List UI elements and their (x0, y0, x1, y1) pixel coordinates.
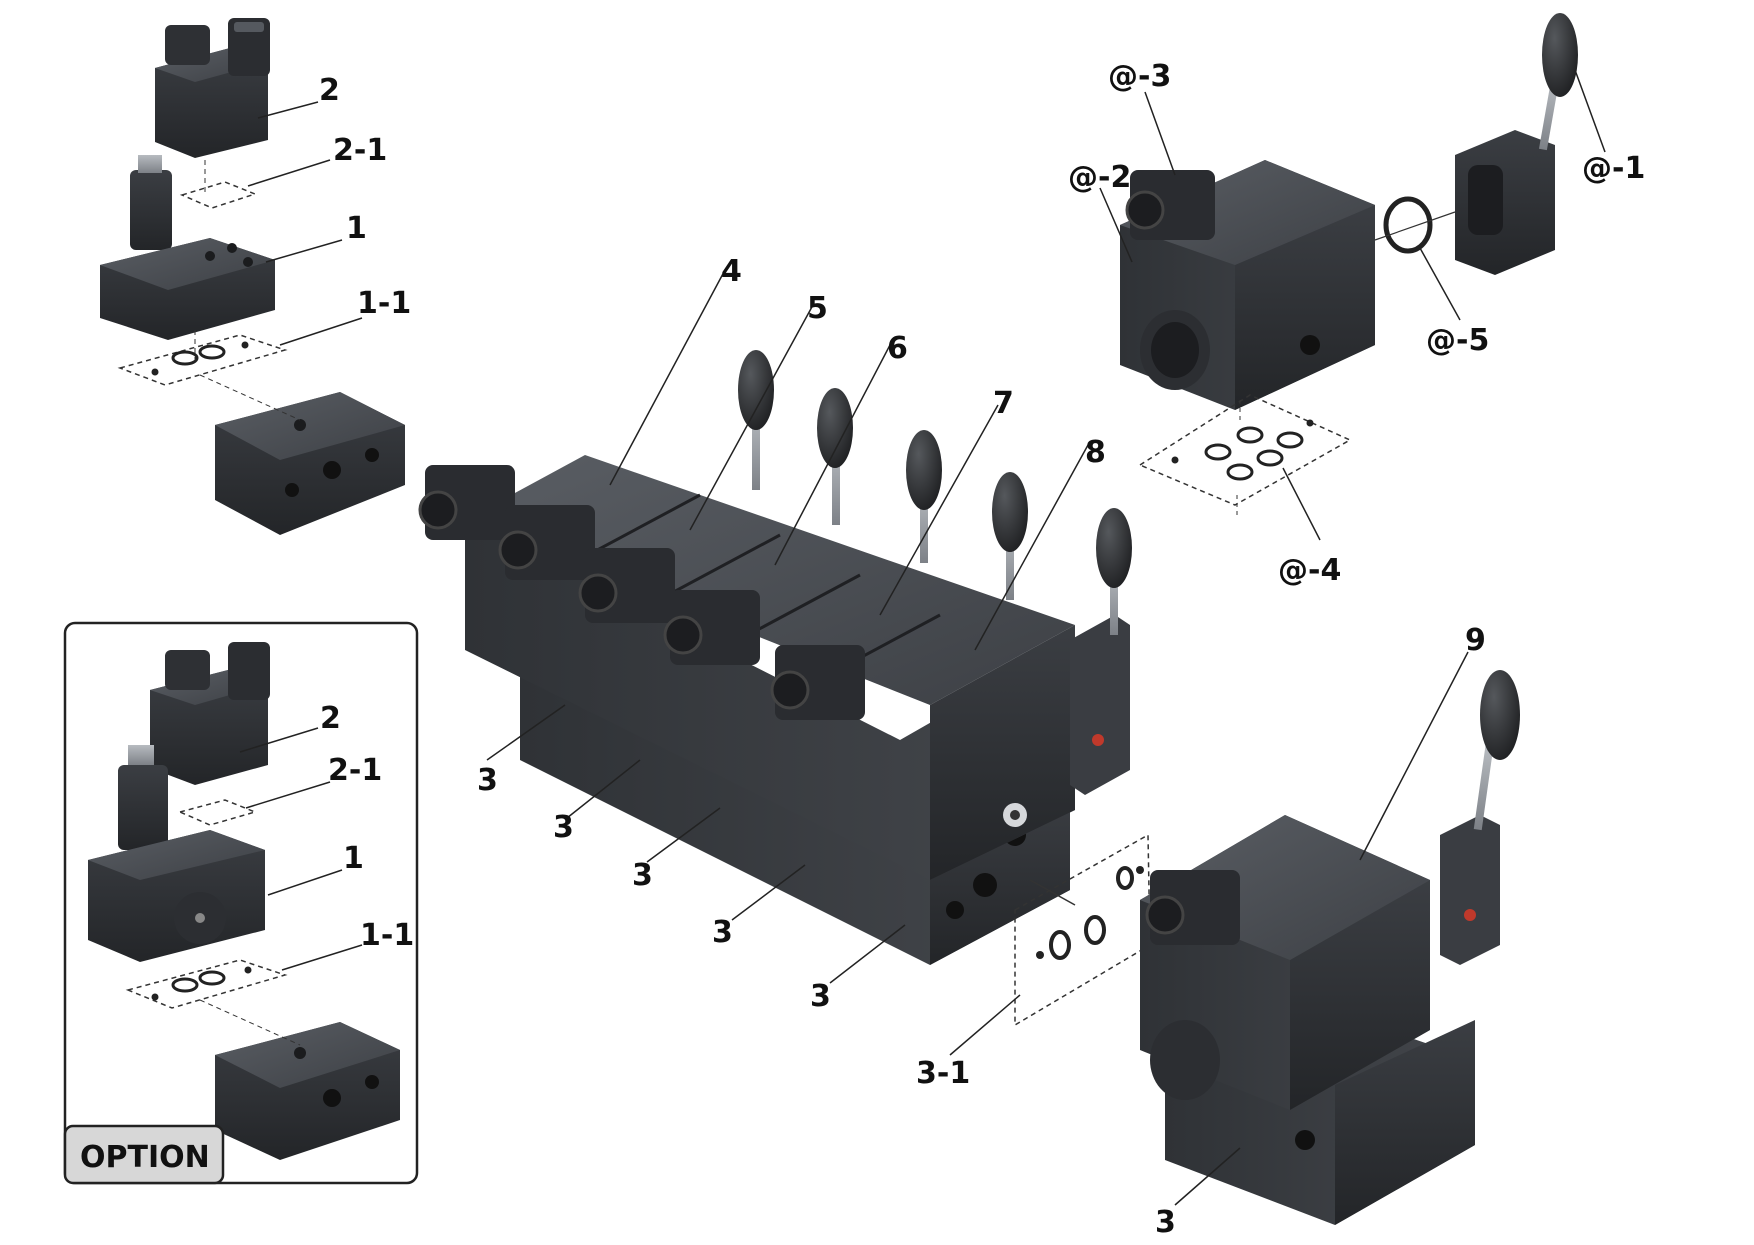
valve-assembly-top-right (1120, 13, 1578, 515)
callout-1-1-option: 1-1 (360, 918, 414, 953)
callout-at-3: @-3 (1108, 59, 1171, 94)
solenoid-connectors (418, 465, 865, 720)
solenoid-coil-option (150, 642, 270, 785)
sub-plate-block-option (215, 1022, 400, 1160)
leader-lines-option (239, 727, 363, 971)
solenoid-coil (155, 18, 270, 158)
valve-body-option (88, 745, 265, 962)
callout-9: 9 (1465, 623, 1486, 658)
callout-6: 6 (887, 331, 908, 366)
callout-1-1: 1-1 (357, 286, 411, 321)
callout-4: 4 (721, 254, 742, 289)
sub-plate-block (215, 392, 405, 535)
callout-at-2: @-2 (1068, 160, 1131, 195)
callout-3-d: 3 (712, 915, 733, 950)
callout-3-f: 3 (1155, 1205, 1176, 1240)
relief-valve-assembly-top (100, 18, 405, 535)
callout-2: 2 (319, 73, 340, 108)
option-badge (63, 1124, 225, 1185)
valve-body (100, 155, 275, 340)
callout-2-1-option: 2-1 (328, 753, 382, 788)
callout-3-e: 3 (810, 979, 831, 1014)
gasket-plate (179, 181, 258, 209)
callout-1: 1 (346, 211, 367, 246)
o-ring-plate (117, 334, 288, 386)
callout-2-1: 2-1 (333, 133, 387, 168)
callout-2-option: 2 (320, 701, 341, 736)
leader-lines-main (486, 269, 1089, 1056)
callout-7: 7 (993, 386, 1014, 421)
callout-at-1: @-1 (1582, 151, 1645, 186)
callout-3-a: 3 (477, 763, 498, 798)
leader-lines-top-right (1099, 69, 1606, 541)
option-panel: OPTION (63, 621, 419, 1185)
option-badge-text: OPTION (80, 1140, 210, 1175)
callout-3-1: 3-1 (916, 1056, 970, 1091)
callout-3-c: 3 (632, 858, 653, 893)
manual-levers (738, 350, 1132, 635)
callout-at-5: @-5 (1426, 323, 1489, 358)
directional-valve-stack (418, 350, 1132, 965)
callout-5: 5 (807, 291, 828, 326)
callout-8: 8 (1085, 435, 1106, 470)
callout-at-4: @-4 (1278, 553, 1341, 588)
o-ring-plate-option (125, 959, 288, 1009)
leader-lines-top-left (247, 101, 363, 346)
valve-assembly-bottom-right (1140, 670, 1520, 1225)
callout-1-option: 1 (343, 841, 364, 876)
callout-3-b: 3 (553, 810, 574, 845)
leader-lines-bottom-right (1174, 651, 1469, 1206)
